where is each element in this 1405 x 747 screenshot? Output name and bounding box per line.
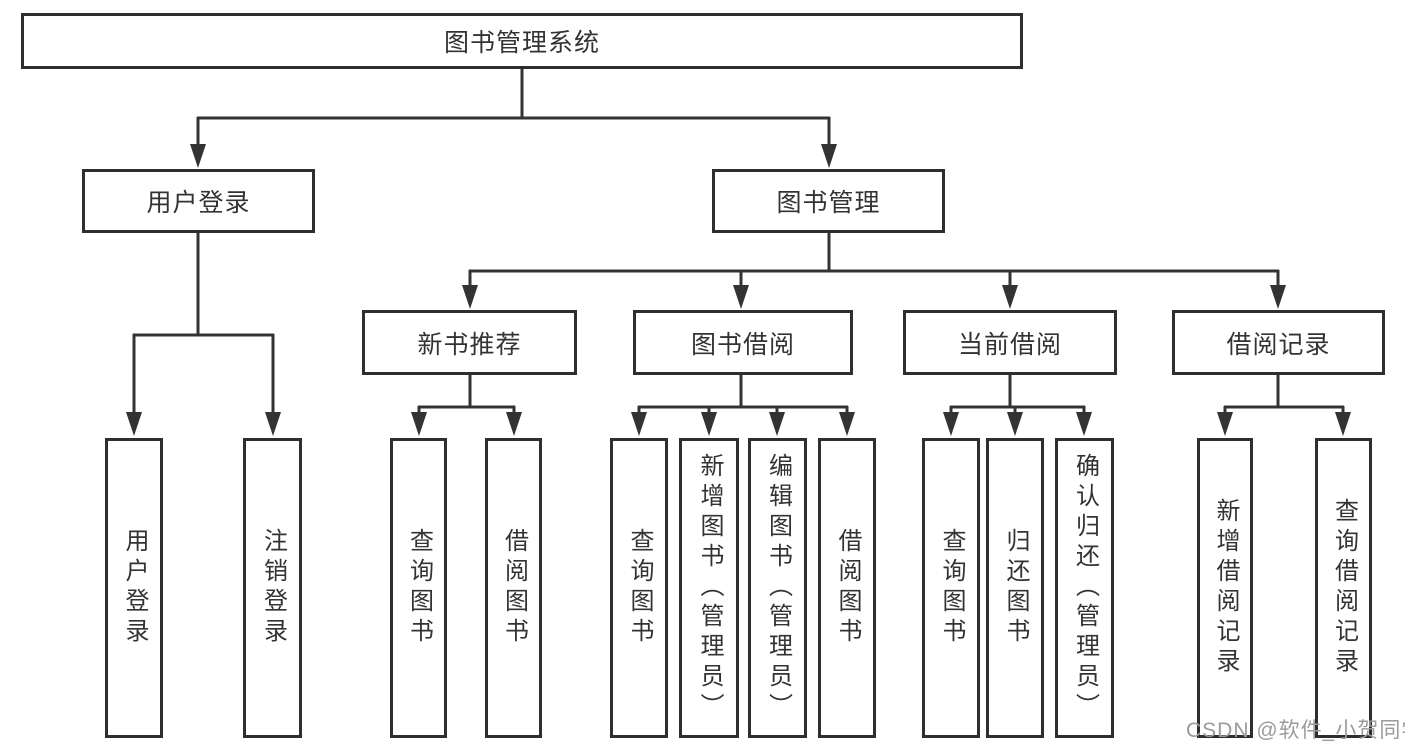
leaf-query-books-borrow: 查询图书 [610,438,668,738]
node-label: 借阅记录 [1226,330,1331,359]
node-label: 借阅图书 [834,528,861,648]
node-label: 图书管理 [776,189,881,217]
node-label: 用户登录 [146,189,251,217]
node-borrow-record: 借阅记录 [1172,310,1385,375]
node-label: 图书借阅 [690,330,795,359]
node-root-library-management-system: 图书管理系统 [21,13,1023,69]
leaf-return-books: 归还图书 [986,438,1044,738]
arrowhead-icons [126,144,1351,436]
node-label: 查询图书 [405,528,433,648]
node-label: 编辑图书（管理员） [764,453,792,723]
node-label: 借阅图书 [500,528,528,648]
node-book-management-branch: 图书管理 [712,169,945,233]
leaf-add-books-admin: 新增图书（管理员） [679,438,739,738]
leaf-query-books-current: 查询图书 [922,438,980,738]
leaf-query-books-recommend: 查询图书 [390,438,447,738]
leaf-user-login: 用户登录 [105,438,163,738]
node-current-borrow: 当前借阅 [903,310,1117,375]
leaf-query-borrow-record: 查询借阅记录 [1315,438,1372,738]
node-label: 图书管理系统 [443,29,600,57]
node-label: 新增借阅记录 [1212,498,1239,678]
node-label: 注销登录 [259,528,287,648]
node-label: 用户登录 [121,528,148,648]
leaf-borrow-books: 借阅图书 [818,438,876,738]
leaf-logout: 注销登录 [243,438,302,738]
node-label: 当前借阅 [957,330,1062,359]
leaf-edit-books-admin: 编辑图书（管理员） [748,438,807,738]
leaf-confirm-return-admin: 确认归还（管理员） [1055,438,1114,738]
leaf-add-borrow-record: 新增借阅记录 [1197,438,1253,738]
node-label: 新书推荐 [417,330,522,359]
node-label: 确认归还（管理员） [1071,453,1099,723]
node-new-book-recommend: 新书推荐 [362,310,577,375]
node-label: 查询图书 [938,528,965,648]
leaf-borrow-books-recommend: 借阅图书 [485,438,542,738]
node-user-login-branch: 用户登录 [82,169,315,233]
node-book-borrow: 图书借阅 [633,310,853,375]
csdn-watermark: CSDN @软件_小贺同学 [1186,719,1405,742]
node-label: 查询图书 [626,528,653,648]
node-label: 查询借阅记录 [1330,498,1358,678]
node-label: 归还图书 [1002,528,1029,648]
node-label: 新增图书（管理员） [696,453,723,723]
